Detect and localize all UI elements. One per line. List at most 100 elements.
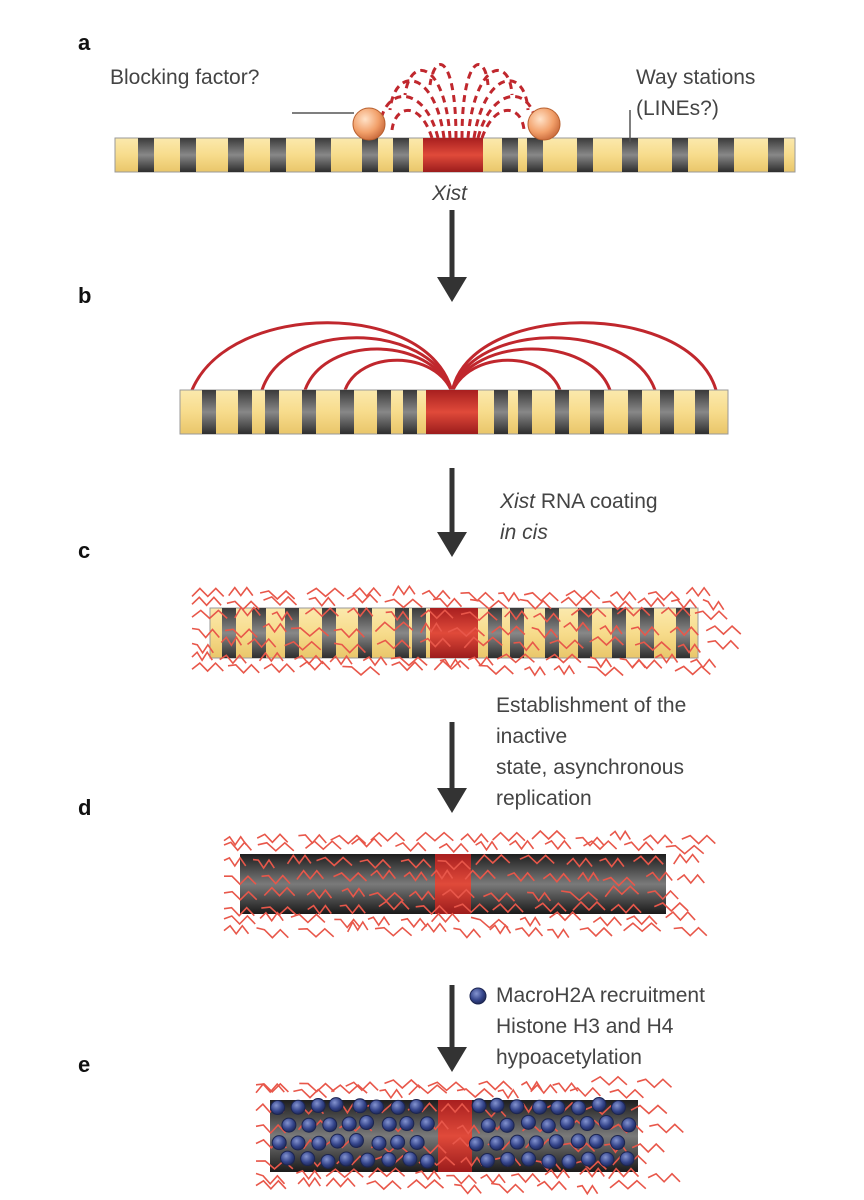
rna-squiggle: [420, 609, 454, 620]
rna-squiggle: [634, 641, 671, 652]
macroh2a-dot: [409, 1134, 425, 1150]
macroh2a-dot: [270, 1100, 286, 1116]
macroh2a-dot: [381, 1152, 397, 1168]
rna-squiggle: [374, 621, 414, 633]
rna-squiggle: [261, 874, 291, 885]
rna-squiggle: [579, 926, 613, 938]
rna-squiggle: [604, 885, 640, 898]
rna-squiggle: [330, 1084, 368, 1095]
rna-squiggle: [647, 1172, 681, 1183]
chromosome-band: [180, 138, 196, 172]
rna-squiggle: [478, 1080, 513, 1091]
rna-squiggle: [531, 626, 559, 639]
xist-rna-coating: [223, 829, 716, 940]
rna-squiggle: [346, 593, 379, 604]
macroh2a-dot: [368, 1099, 384, 1115]
xist-italic: Xist: [500, 490, 536, 513]
chromosome-band: [222, 608, 236, 658]
step-label-d-line: Establishment of the: [496, 694, 687, 717]
panel-a-diagram: [114, 63, 796, 173]
macroh2a-molecules: [270, 1097, 637, 1170]
rna-squiggle: [637, 597, 666, 608]
rna-squiggle: [440, 1102, 470, 1114]
rna-squiggle: [677, 643, 701, 654]
rna-squiggle: [507, 871, 535, 883]
rna-squiggle: [660, 606, 691, 618]
chromosome-band: [510, 608, 524, 658]
down-arrow: [437, 985, 467, 1072]
macroh2a-dot: [330, 1133, 346, 1149]
chromosome-c-bands: [222, 608, 690, 658]
macroh2a-dot: [322, 1117, 338, 1133]
rna-squiggle: [673, 853, 700, 865]
rna-squiggle: [513, 641, 540, 652]
rna-squiggle: [549, 911, 582, 922]
rna-squiggle: [219, 654, 247, 665]
rna-squiggle: [228, 586, 254, 597]
rna-squiggle: [284, 640, 322, 651]
rna-squiggle: [498, 591, 520, 603]
macroh2a-dot: [599, 1151, 615, 1167]
rna-squiggle: [610, 903, 642, 914]
rna-squiggle: [489, 923, 512, 935]
rna-squiggle: [224, 628, 258, 639]
rna-squiggle: [654, 653, 679, 664]
rna-squiggle: [533, 1159, 562, 1172]
macroh2a-dot: [619, 1151, 635, 1167]
rna-squiggle: [519, 916, 541, 928]
macroh2a-dot: [499, 1117, 515, 1133]
chromosome-band: [238, 390, 252, 434]
rna-squiggle: [438, 842, 469, 854]
chromosome-band: [358, 608, 372, 658]
rna-squiggle: [483, 892, 516, 903]
rna-squiggle: [255, 1179, 287, 1190]
rna-squiggle: [544, 1168, 571, 1180]
rna-squiggle: [421, 589, 451, 601]
rna-squiggle: [447, 626, 486, 638]
panel-letter-c: c: [78, 538, 91, 563]
rna-squiggle: [609, 829, 631, 841]
rna-squiggle: [384, 1078, 421, 1090]
rna-squiggle: [576, 1184, 599, 1196]
rna-squiggle: [590, 1075, 628, 1086]
rna-squiggle: [469, 598, 509, 610]
rna-squiggle: [191, 609, 228, 620]
rna-squiggle: [456, 1124, 481, 1135]
rna-squiggle: [694, 610, 728, 621]
rna-squiggle: [259, 911, 284, 923]
chromosome-band: [270, 138, 286, 172]
rna-squiggle: [392, 584, 416, 597]
rna-squiggle: [220, 635, 243, 647]
rna-squiggle: [563, 621, 590, 633]
macroh2a-dot: [579, 1116, 595, 1132]
chromosome-band: [302, 390, 316, 434]
rna-squiggle: [575, 836, 605, 847]
panel-d-diagram: [223, 829, 716, 940]
rna-squiggle: [544, 839, 572, 851]
rna-squiggle: [351, 837, 383, 848]
rna-squiggle: [419, 637, 451, 648]
rna-squiggle: [602, 876, 636, 887]
macroh2a-dot: [281, 1117, 297, 1133]
rna-squiggle: [191, 587, 225, 598]
rna-squiggle: [374, 926, 413, 937]
rna-squiggle: [191, 661, 224, 673]
chromosome-band: [377, 390, 391, 434]
rna-squiggle: [676, 873, 705, 885]
rna-squiggle: [566, 857, 593, 868]
rna-squiggle: [370, 831, 406, 842]
rna-squiggle: [403, 871, 428, 882]
xist-locus-a: [423, 138, 483, 172]
rna-squiggle: [453, 903, 489, 914]
down-arrow: [437, 722, 467, 813]
rna-squiggle: [475, 853, 511, 866]
rna-squiggle: [665, 844, 705, 855]
rna-squiggle: [325, 1177, 356, 1188]
macroh2a-dot: [480, 1117, 496, 1133]
rna-squiggle: [334, 918, 361, 929]
chromosome-band: [695, 390, 709, 434]
macroh2a-dot: [290, 1099, 306, 1115]
rna-squiggle: [341, 887, 366, 898]
rna-squiggle: [653, 901, 689, 913]
macroh2a-dot: [311, 1135, 327, 1151]
